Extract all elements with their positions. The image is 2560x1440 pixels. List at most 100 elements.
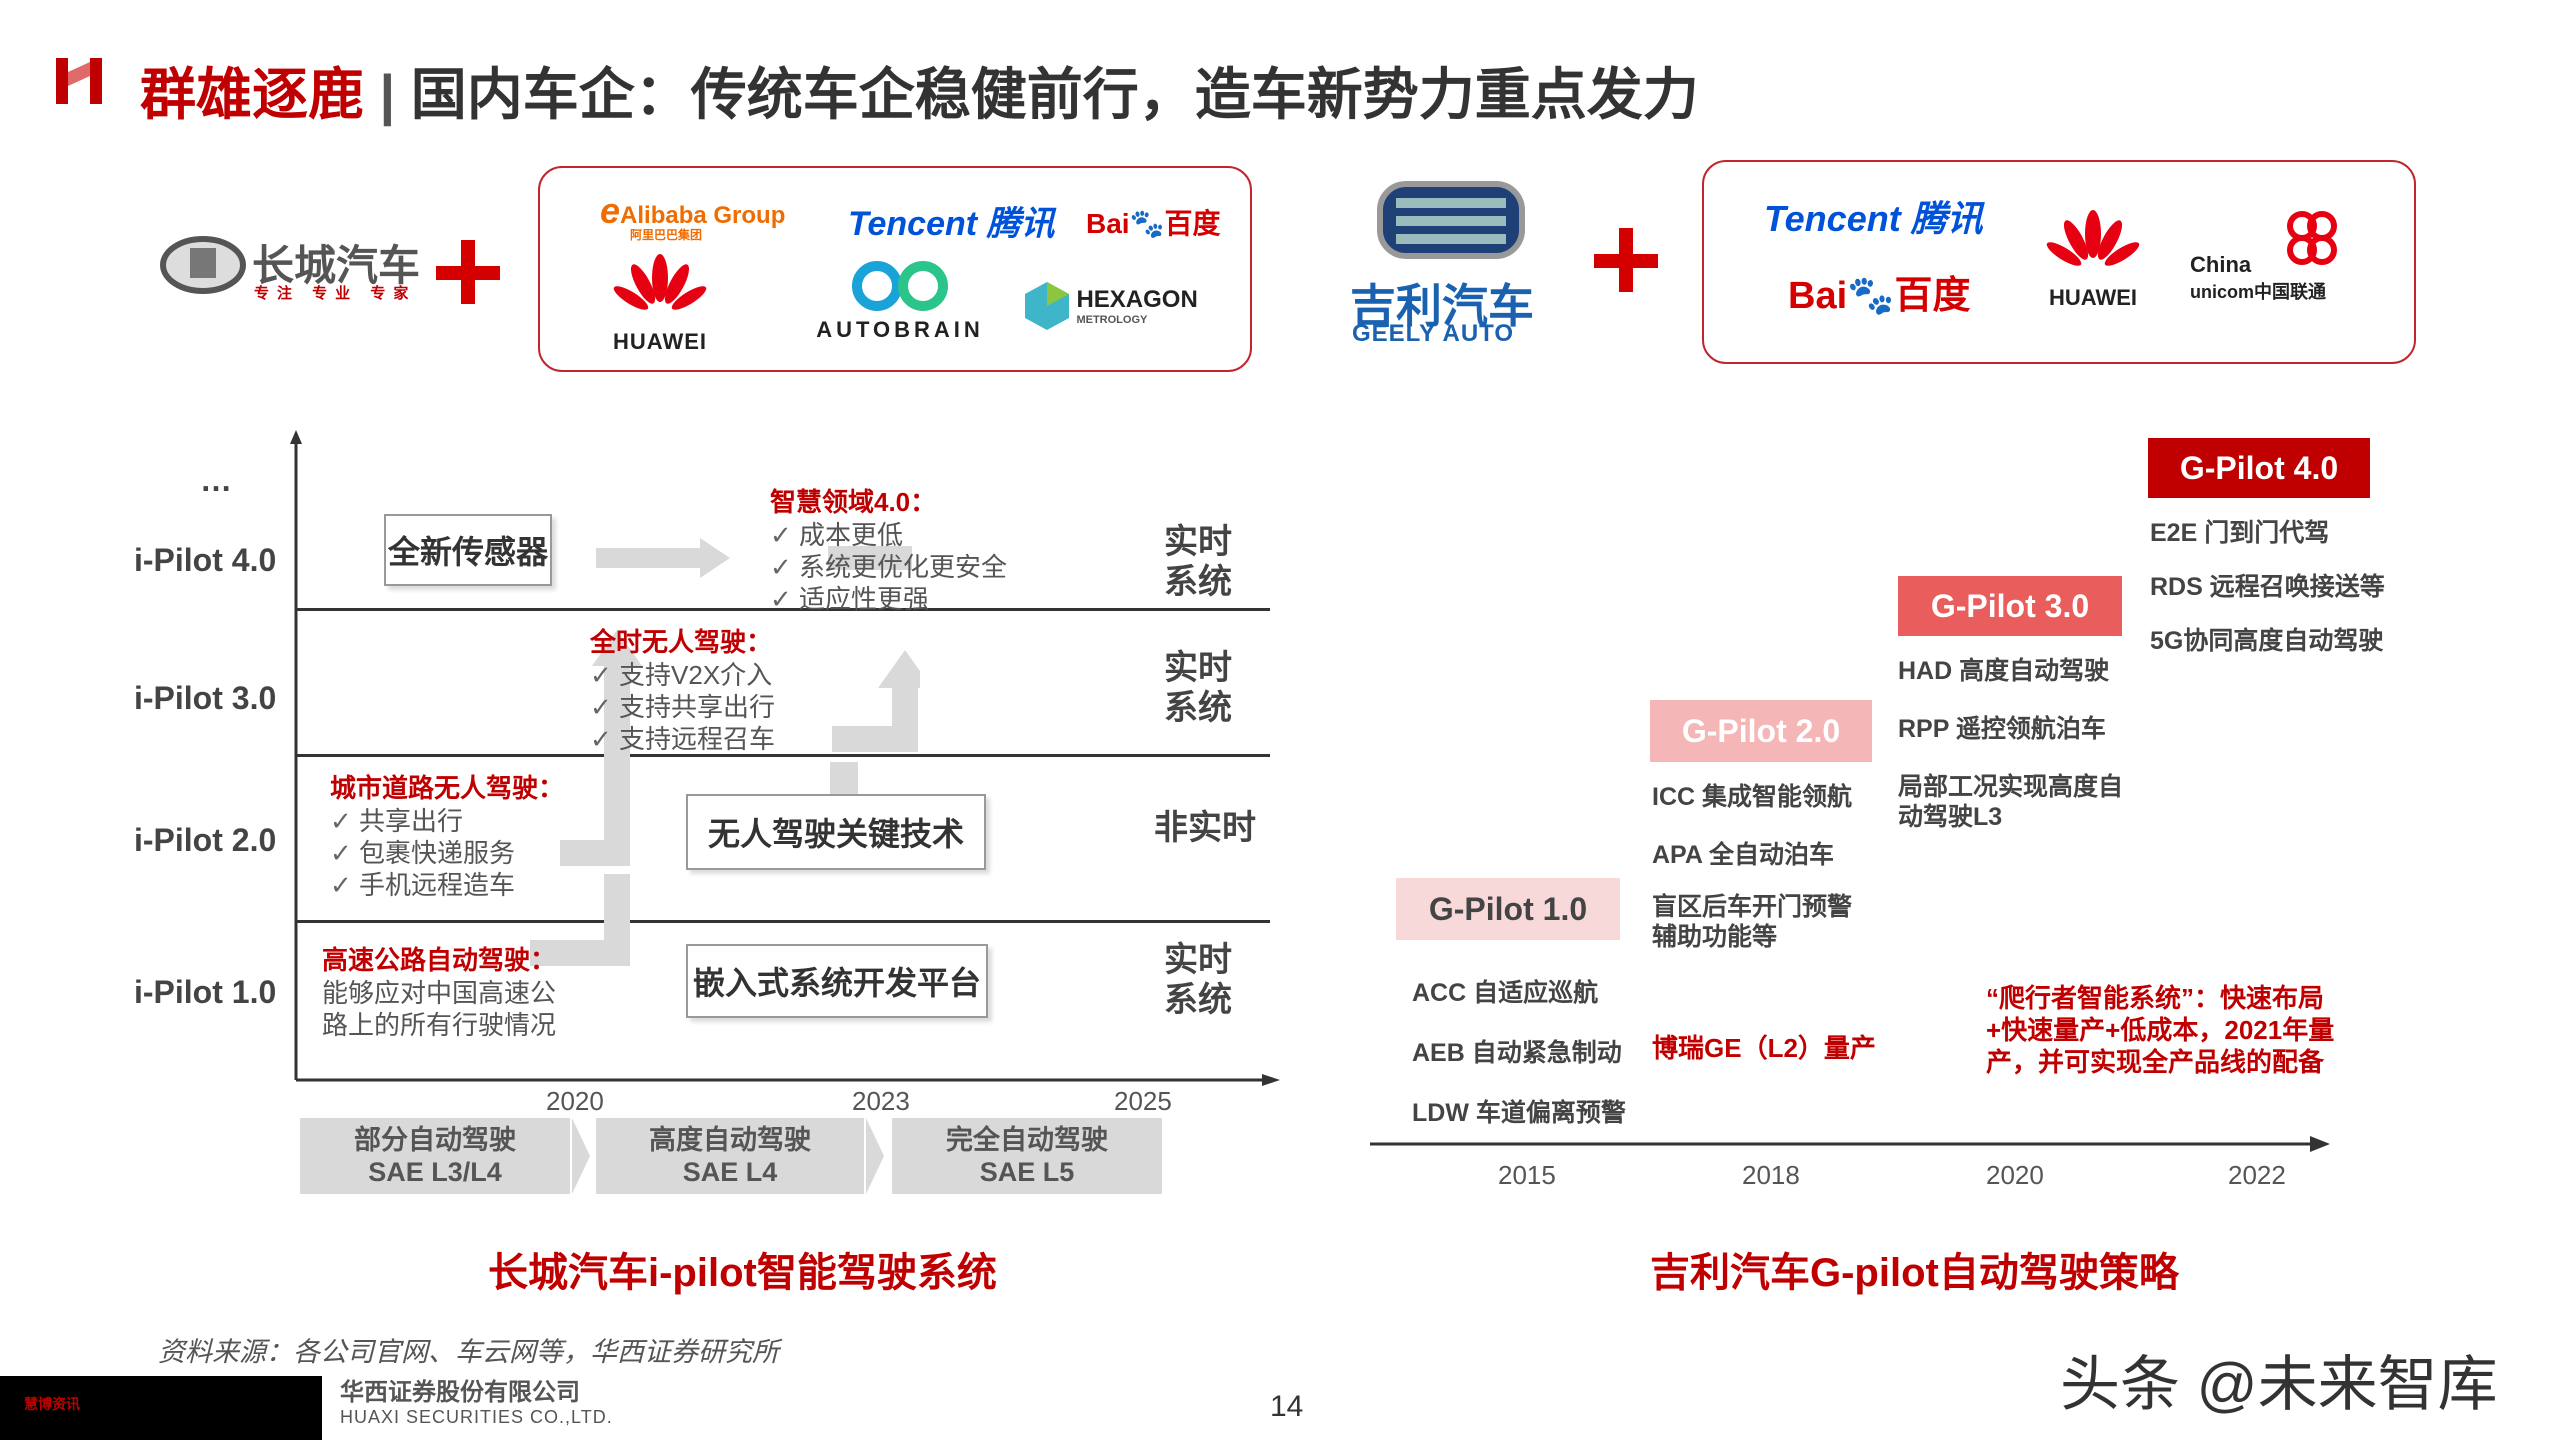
gpilot-highlight: 博瑞GE（L2）量产 xyxy=(1652,1033,1876,1063)
greatwall-slogan: 专注 专业 专家 xyxy=(254,285,417,302)
corner-tag: 慧博资讯 xyxy=(0,1376,322,1440)
gpilot-stage-badge: G-Pilot 1.0 xyxy=(1396,878,1620,940)
ipilot-year-label: 2023 xyxy=(852,1086,910,1116)
gpilot-feature: RDS 远程召唤接送等 xyxy=(2150,573,2385,601)
gpilot-feature: 盲区后车开门预警 xyxy=(1652,893,1853,921)
gpilot-stage-badge: G-Pilot 2.0 xyxy=(1650,700,1872,762)
plus-icon xyxy=(436,240,500,304)
ipilot-year-label: 2025 xyxy=(1114,1086,1172,1116)
feature-item: 适应性更强 xyxy=(770,583,1007,615)
system-type-label: 实时 系统 xyxy=(1164,649,1232,727)
baidu-paw-icon: 🐾 xyxy=(1129,208,1165,239)
system-type-label: 实时 系统 xyxy=(1164,941,1232,1019)
unicom-knot-icon xyxy=(2287,211,2337,265)
ipilot-level-label: i-Pilot 3.0 xyxy=(134,680,277,716)
ipilot-level-label: i-Pilot 1.0 xyxy=(134,974,277,1010)
geely-name-cn: 吉利汽车 xyxy=(1350,280,1534,332)
gpilot-year-label: 2018 xyxy=(1742,1160,1800,1190)
gpilot-feature: 辅助功能等 xyxy=(1652,923,1778,951)
gpilot-feature: RPP 遥控领航泊车 xyxy=(1898,715,2106,743)
page-number: 14 xyxy=(1270,1390,1304,1423)
gpilot-feature: E2E 门到门代驾 xyxy=(2150,519,2330,547)
gpilot-diagram: 2015 2018 2020 2022 G-Pilot 1.0 G-Pilot … xyxy=(1360,430,2385,1210)
huaxi-logo-icon xyxy=(56,58,102,104)
watermark: 头条 @未来智库 xyxy=(2060,1351,2498,1418)
gpilot-note: “爬行者智能系统”：快速布局+快速量产+低成本，2021年量产，并可实现全产品线… xyxy=(1986,983,2335,1077)
ipilot-level-label: i-Pilot 2.0 xyxy=(134,822,277,858)
huawei-petals-icon xyxy=(613,254,707,310)
company-name: 华西证券股份有限公司 HUAXI SECURITIES CO.,LTD. xyxy=(340,1377,613,1427)
hexagon-mark-icon xyxy=(1025,282,1069,330)
gpilot-stage-badge: G-Pilot 4.0 xyxy=(2148,438,2370,498)
feature-item: 包裹快递服务 xyxy=(330,837,564,869)
system-type-label: 非实时 xyxy=(1154,809,1256,847)
new-sensor-box: 全新传感器 xyxy=(384,514,552,586)
ipilot-diagram: … i-Pilot 4.0 i-Pilot 3.0 i-Pilot 2.0 i-… xyxy=(0,430,1300,1250)
geely-emblem-icon xyxy=(1377,181,1525,259)
chevron-right-icon xyxy=(572,1118,590,1194)
gpilot-feature: APA 全自动泊车 xyxy=(1652,841,1834,869)
alibaba-logo: eAlibaba Group 阿里巴巴集团 xyxy=(600,190,786,242)
gpilot-feature: HAD 高度自动驾驶 xyxy=(1898,657,2110,685)
gpilot-feature: 局部工况实现高度自 xyxy=(1898,773,2124,801)
key-tech-box: 无人驾驶关键技术 xyxy=(686,794,986,870)
feature-item: 支持远程召车 xyxy=(590,723,775,755)
gpilot-year-label: 2020 xyxy=(1986,1160,2044,1190)
feature-item: 支持共享出行 xyxy=(590,691,775,723)
gpilot-year-label: 2022 xyxy=(2228,1160,2286,1190)
gpilot-stage-badge: G-Pilot 3.0 xyxy=(1898,576,2122,636)
feature-line: 路上的所有行驶情况 xyxy=(322,1010,557,1040)
huawei-petals-icon xyxy=(2046,210,2140,266)
gpilot-feature: 动驾驶L3 xyxy=(1898,803,2003,831)
ipilot-ellipsis: … xyxy=(200,462,232,498)
autobrain-ab-icon xyxy=(852,261,948,311)
greatwall-name: 长城汽车 xyxy=(252,242,421,289)
geely-partners-box: Tencent 腾讯 HUAWEI China unicom中国联通 Bai🐾百… xyxy=(1702,160,2416,364)
ipilot-axes xyxy=(290,430,1280,1086)
gpilot-year-label: 2015 xyxy=(1498,1160,1556,1190)
greatwall-partners-box: eAlibaba Group 阿里巴巴集团 Tencent 腾讯 Bai🐾百度 … xyxy=(538,166,1252,372)
ipilot-right-arrow xyxy=(596,538,730,578)
chevron-right-icon xyxy=(866,1118,884,1194)
feature-item: 手机远程造车 xyxy=(330,869,564,901)
ipilot-caption: 长城汽车i-pilot智能驾驶系统 xyxy=(488,1251,997,1295)
ipilot-row-divider xyxy=(296,920,1270,923)
feature-item: 共享出行 xyxy=(330,805,564,837)
huawei-logo: HUAWEI xyxy=(2038,210,2148,311)
alibaba-e-icon: e xyxy=(600,190,621,231)
feature-block-1: 高速公路自动驾驶： 能够应对中国高速公 路上的所有行驶情况 xyxy=(322,945,557,1040)
tencent-logo: Tencent 腾讯 xyxy=(1764,198,1983,239)
feature-block-3: 全时无人驾驶： 支持V2X介入 支持共享出行 支持远程召车 xyxy=(590,622,775,755)
ipilot-row-divider xyxy=(296,754,1270,757)
baidu-paw-icon: 🐾 xyxy=(1847,275,1895,317)
feature-block-2: 城市道路无人驾驶： 共享出行 包裹快递服务 手机远程造车 xyxy=(330,768,564,901)
feature-item: 系统更优化更安全 xyxy=(770,551,1007,583)
greatwall-logo: 长城汽车 专注 专业 专家 xyxy=(160,232,420,306)
gpilot-feature: 5G协同高度自动驾驶 xyxy=(2150,627,2384,655)
gpilot-feature: ICC 集成智能领航 xyxy=(1652,783,1853,811)
geely-logo: 吉利汽车 GEELY AUTO xyxy=(1340,180,1560,350)
hexagon-logo: HEXAGON METROLOGY xyxy=(1022,280,1198,332)
source-note: 资料来源：各公司官网、车云网等，华西证券研究所 xyxy=(158,1337,779,1367)
embedded-platform-box: 嵌入式系统开发平台 xyxy=(686,944,988,1018)
feature-block-4: 智慧领域4.0： 成本更低 系统更优化更安全 适应性更强 xyxy=(770,482,1007,615)
geely-name-en: GEELY AUTO xyxy=(1352,320,1515,347)
plus-icon xyxy=(1594,228,1658,292)
gpilot-feature: AEB 自动紧急制动 xyxy=(1412,1039,1622,1067)
gpilot-axis xyxy=(1370,1136,2330,1152)
system-type-label: 实时 系统 xyxy=(1164,523,1232,601)
gpilot-caption: 吉利汽车G-pilot自动驾驶策略 xyxy=(1650,1251,2179,1295)
baidu-logo: Bai🐾百度 xyxy=(1086,208,1221,239)
gpilot-feature: LDW 车道偏离预警 xyxy=(1412,1099,1626,1127)
feature-item: 成本更低 xyxy=(770,519,1007,551)
huawei-logo: HUAWEI xyxy=(600,254,720,355)
greatwall-emblem-icon xyxy=(160,236,246,294)
ipilot-level-label: i-Pilot 4.0 xyxy=(134,542,277,578)
tencent-logo: Tencent 腾讯 xyxy=(848,205,1055,243)
feature-item: 支持V2X介入 xyxy=(590,659,775,691)
feature-line: 能够应对中国高速公 xyxy=(322,978,557,1008)
baidu-logo: Bai🐾百度 xyxy=(1788,275,1971,317)
